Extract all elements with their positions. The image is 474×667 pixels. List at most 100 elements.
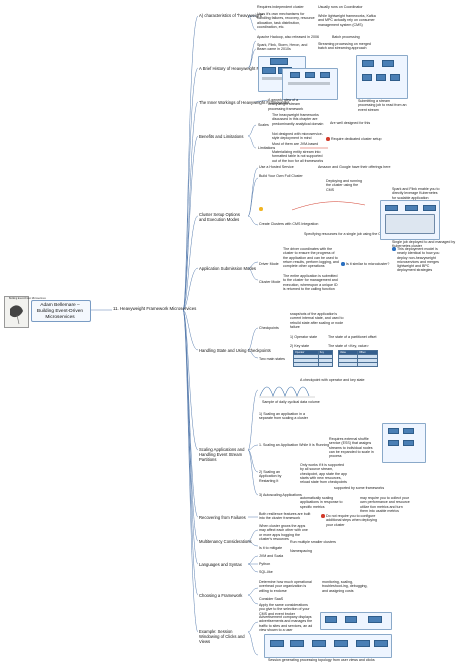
note-streaming: Streaming processing on merged batch and…	[318, 42, 371, 51]
note-namespacing: Namespacing	[290, 549, 312, 553]
section-handling-state[interactable]: Handling State and Using Checkpoints	[199, 348, 271, 353]
note-may-require: may require you to collect your own perf…	[360, 496, 410, 513]
note-driver-mode: Driver Mode	[259, 262, 279, 266]
stream-bar	[288, 82, 330, 85]
daily-volume-chart	[259, 386, 315, 398]
note-deployment-model: This deployment model is nearly identica…	[397, 247, 440, 273]
note-batch-processing: Batch processing	[332, 35, 360, 39]
task-box	[305, 72, 315, 78]
note-snapshots: snapshots of the application's current i…	[290, 312, 344, 329]
book-cover-text: Building Event-Driven Microservices	[9, 298, 46, 300]
section-inner-workings[interactable]: The Inner Workings of Heavyweight Framew…	[199, 100, 290, 105]
section-languages[interactable]: Languages and Syntax	[199, 562, 242, 567]
section-characteristics[interactable]: A) characteristics of "heavyweight"	[199, 13, 264, 18]
note-materializing: Materializing entity stream into formatt…	[272, 150, 324, 163]
note-two-main-states: Two main states	[259, 357, 285, 361]
note-scaling-restart: 2) Scaling an Application by Restarting …	[259, 470, 282, 483]
note-apply-same: Apply the same considerations you give t…	[259, 603, 310, 616]
stream-bar	[262, 77, 290, 80]
client-box	[362, 60, 374, 67]
note-supported-some: supported by some frameworks	[334, 486, 385, 490]
note-checkpoints: Checkpoints	[259, 326, 279, 330]
node-box	[403, 440, 414, 446]
caption-session-generation: Session generating processing topology f…	[268, 658, 375, 662]
note-both-resilience: Both resilience features are built into …	[259, 512, 311, 521]
note-determine-ops: Determine how much operational overhead …	[259, 580, 312, 593]
section-example[interactable]: Example: Session Windowing of Clicks and…	[199, 629, 245, 644]
session-box	[368, 616, 382, 623]
worker-box	[390, 74, 400, 81]
note-autoscaling: 3) Autoscaling Applications	[259, 493, 302, 497]
chapter-node[interactable]: 11. Heavyweight Framework Microservices	[113, 306, 197, 311]
root-title: Adam Bellemare – Building Event-Driven M…	[36, 303, 84, 320]
topology-node	[356, 640, 370, 647]
info-icon	[392, 247, 396, 251]
book-cover-image	[4, 296, 29, 328]
note-hosted-service: Use a Hosted Service	[259, 165, 294, 169]
note-apache-hadoop: Apache Hadoop, also released in 2006	[257, 35, 319, 39]
note-spark-flink: Spark, Flink, Storm, Heron, and Beam cam…	[257, 43, 308, 52]
note-monitoring: monitoring, scaling, troubleshoot-ing, d…	[322, 580, 368, 593]
pod-box	[405, 205, 418, 211]
note-cluster-mode-desc: The entire application is submitted to t…	[283, 274, 338, 291]
question-icon	[341, 262, 345, 266]
note-well-designed: Are well designed for this	[330, 121, 371, 125]
note-auto-metrics: automatically scaling applications in re…	[300, 496, 343, 509]
section-app-submission[interactable]: Application Submission Modes	[199, 266, 257, 271]
worker-box	[262, 67, 276, 74]
task-box	[320, 72, 330, 78]
bird-illustration	[10, 305, 23, 325]
note-driver-mode-desc: The driver coordinates with the cluster …	[283, 247, 339, 269]
note-scaling-separate: 1) Scaling an application in a separate …	[259, 412, 308, 421]
warning-icon	[321, 514, 325, 518]
click-box	[345, 616, 357, 623]
note-cluster-mode: Cluster Mode	[259, 280, 281, 284]
topology-node	[290, 640, 304, 647]
section-recovering[interactable]: Recovering from Failures	[199, 515, 246, 520]
note-heavyweight-analytical: The heavyweight frameworks discussed in …	[272, 113, 324, 126]
lang-python: Python	[259, 562, 271, 566]
note-requires-cluster: Requires independent cluster	[257, 5, 304, 9]
note-usually-coordinator: Usually runs on Coordinator	[318, 5, 363, 9]
root-node[interactable]	[31, 300, 91, 322]
task-box	[290, 72, 300, 78]
topology-node	[270, 640, 284, 647]
node-box	[403, 428, 414, 434]
note-multitenancy: When cluster grows the apps may affect e…	[259, 524, 308, 541]
note-operator-state-desc: The state of a partitionet offset	[328, 335, 377, 339]
note-key-state-desc: The state of <Key, value>	[328, 344, 369, 348]
note-own-mechanisms: Uses it's own mechanisms for handling fa…	[257, 12, 315, 29]
section-multitenancy[interactable]: Multitenancy Considerations	[199, 539, 252, 544]
section-benefits[interactable]: Benefits and Limitations	[199, 134, 244, 139]
caption-checkpoint: A checkpoint with operator and key state	[300, 378, 365, 382]
caption-sample-volume: Sample of daily cyclical data volume	[262, 400, 320, 404]
note-amazon-google: Amazon and Google have their offerings h…	[318, 165, 391, 169]
master-box	[382, 60, 394, 67]
session-topology-diagram	[264, 634, 392, 658]
note-limitations: Limitations	[258, 146, 276, 150]
note-is-it-mitigate: Is it to mitigate	[259, 546, 283, 550]
section-scaling[interactable]: Scaling Applications and Handling Event …	[199, 447, 245, 462]
note-requires-external: Requires external shuffle service (ESS) …	[329, 437, 374, 459]
note-operator-state: 1) Operator state	[290, 335, 318, 339]
lang-jvm-scala: JVM and Scala	[259, 554, 284, 558]
section-choosing[interactable]: Choosing a Framework	[199, 593, 243, 598]
pod-box	[423, 205, 436, 211]
note-specifying-resources: Specifying resources for a single job us…	[304, 232, 387, 236]
note-key-state: 2) Key state	[290, 344, 310, 348]
section-cluster-setup[interactable]: Cluster Setup Options and Execution Mode…	[199, 212, 240, 222]
caption-submitting-job: Submitting a stream processing job to re…	[358, 99, 407, 112]
topology-node	[312, 640, 326, 647]
section-brief-history[interactable]: A Brief History of Heavyweight Framework…	[199, 66, 280, 71]
worker-box	[362, 74, 372, 81]
note-deploying-cms: Deploying and running the cluster using …	[326, 179, 362, 192]
warning-icon	[326, 137, 330, 141]
topology-node	[374, 640, 388, 647]
topology-node	[334, 640, 348, 647]
caption-single-job: Single job deployed to and managed by Ku…	[392, 240, 456, 249]
note-build-own-cluster: Build Your Own Full Cluster	[259, 174, 303, 178]
note-consider-saas: Consider SaaS	[259, 597, 284, 601]
